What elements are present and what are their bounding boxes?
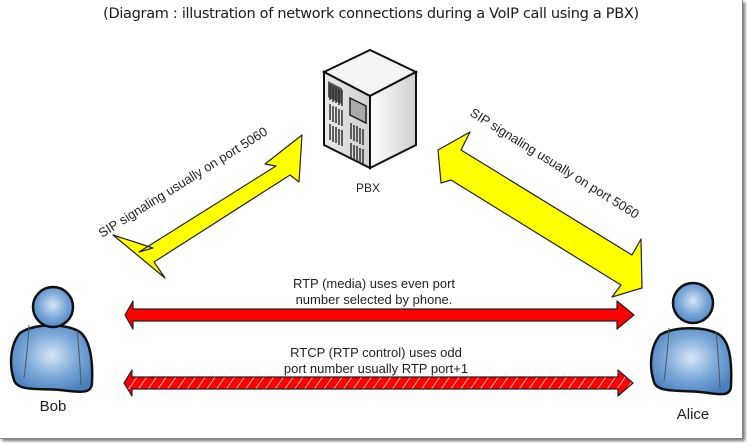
rtcp-arrow bbox=[123, 369, 634, 397]
alice-user-icon bbox=[649, 281, 733, 396]
rtcp-label-line1: RTCP (RTP control) uses odd bbox=[290, 345, 462, 360]
sip-left-label: SIP signaling usually on port 5060 bbox=[96, 124, 270, 241]
rtp-label-line2: number selected by phone. bbox=[296, 292, 453, 307]
pbx-server-icon bbox=[321, 48, 419, 170]
pbx-label: PBX bbox=[356, 181, 380, 195]
sip-left-arrow bbox=[112, 134, 303, 279]
bob-user-icon bbox=[9, 285, 94, 394]
rtp-arrow bbox=[124, 300, 635, 330]
rtcp-label-line2: port number usually RTP port+1 bbox=[284, 361, 468, 376]
diagram-title: (Diagram : illustration of network conne… bbox=[103, 6, 639, 22]
sip-right-arrow bbox=[437, 131, 643, 298]
bob-label: Bob bbox=[40, 398, 67, 415]
alice-label: Alice bbox=[677, 406, 710, 423]
rtp-label-line1: RTP (media) uses even port bbox=[293, 276, 455, 291]
